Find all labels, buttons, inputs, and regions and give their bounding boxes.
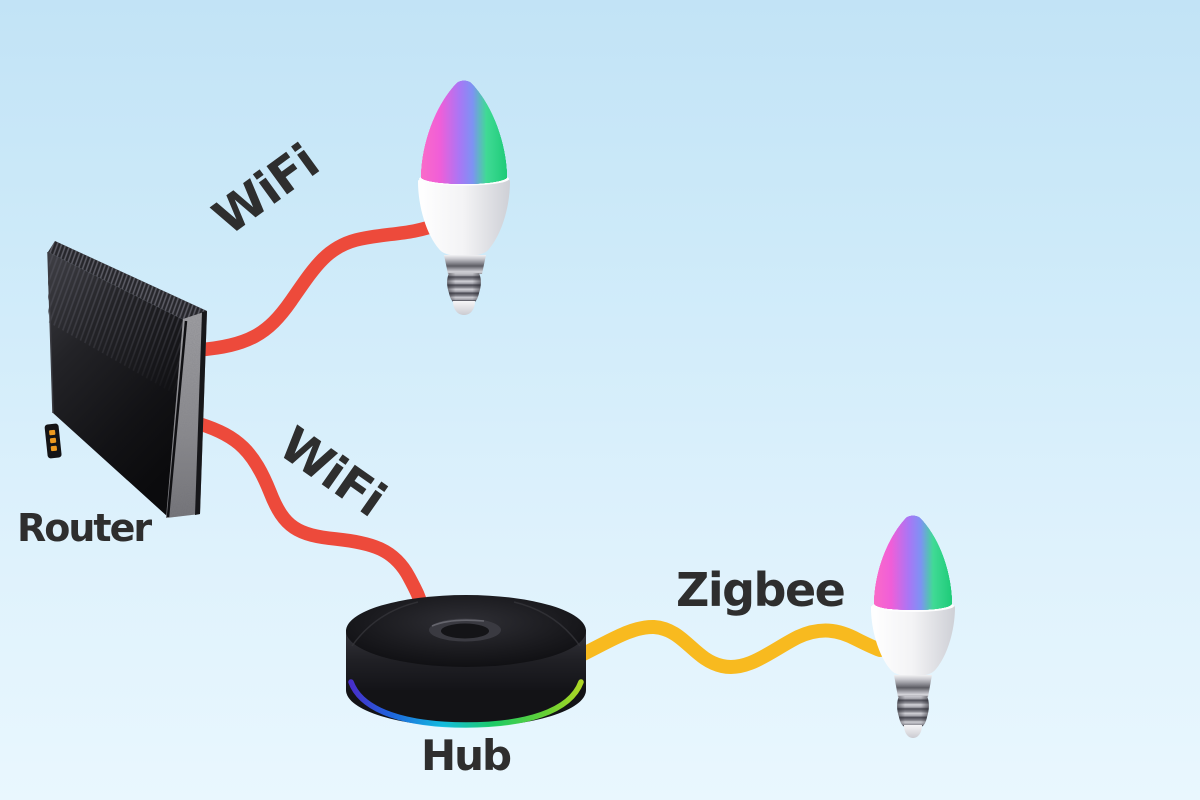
hub-label: Hub xyxy=(421,731,512,780)
zigbee-label: Zigbee xyxy=(676,563,846,617)
wifi-connection-line-hub xyxy=(193,417,430,617)
bulb-right-body xyxy=(871,602,955,676)
bulb-top-body xyxy=(418,176,510,256)
bulb-right-collar xyxy=(894,675,932,697)
bulb-top-screw-shade xyxy=(447,273,481,303)
hub-ring-inner xyxy=(441,623,489,639)
router-left-edge-highlight xyxy=(47,251,54,414)
wifi-connection-line-bulb xyxy=(191,217,445,357)
router-vent-grille xyxy=(48,252,186,398)
bulb-top-collar xyxy=(444,255,486,274)
bulb-right-screw-shade xyxy=(897,696,929,727)
router-label: Router xyxy=(17,506,152,550)
router-device xyxy=(44,241,207,518)
bulb-top-contact-tip xyxy=(453,301,475,315)
hub-top-seam-left xyxy=(351,601,419,647)
hub-ring-highlight xyxy=(431,619,485,627)
bulb-right-contact-tip xyxy=(904,725,922,738)
hub-top-seam-right xyxy=(513,601,581,647)
hub-led-strip xyxy=(348,679,584,728)
router-side-dark-rim xyxy=(195,311,207,515)
router-brand-tag xyxy=(44,423,62,459)
smart-bulb-top xyxy=(418,80,510,315)
bulb-right-dome xyxy=(874,515,952,610)
router-front-side-seam xyxy=(166,320,188,518)
smart-bulb-right xyxy=(871,515,955,738)
hub-device xyxy=(346,595,586,728)
router-top-edge-vents xyxy=(48,241,207,321)
bulb-top-dome xyxy=(421,80,507,184)
zigbee-connection-line xyxy=(553,620,887,674)
